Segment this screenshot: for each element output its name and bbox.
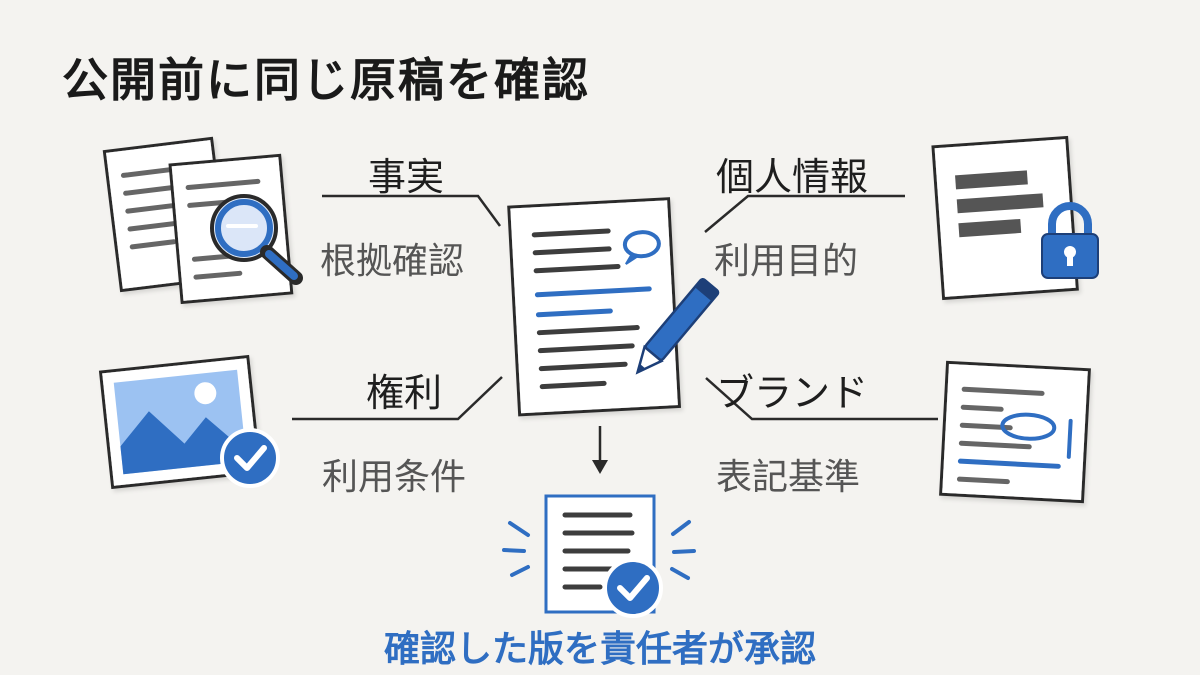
connector-privacy [704,194,905,233]
label-privacy: 個人情報 [716,155,869,199]
label-rights: 権利 [366,371,443,415]
sublabel-privacy: 利用目的 [714,241,859,282]
connector-brand [705,377,938,421]
page-title: 公開前に同じ原稿を確認 [62,53,590,107]
central-document-icon [507,197,720,417]
approval-caption: 確認した版を責任者が承認 [383,629,816,670]
connector-rights [292,376,503,421]
connector-facts [322,194,502,227]
arrow-down-icon [592,426,608,474]
image-check-icon [98,354,280,490]
sublabel-facts: 根拠確認 [320,241,465,282]
connector-lines [292,194,938,421]
sublabel-rights: 利用条件 [322,457,467,498]
marked-document-icon [939,360,1091,504]
label-facts: 事実 [368,155,445,199]
documents-magnifier-icon [102,136,303,305]
locked-document-icon [931,135,1099,301]
sublabel-brand: 表記基準 [716,457,861,498]
approved-document-icon [502,494,696,618]
label-brand: ブランド [716,371,869,415]
